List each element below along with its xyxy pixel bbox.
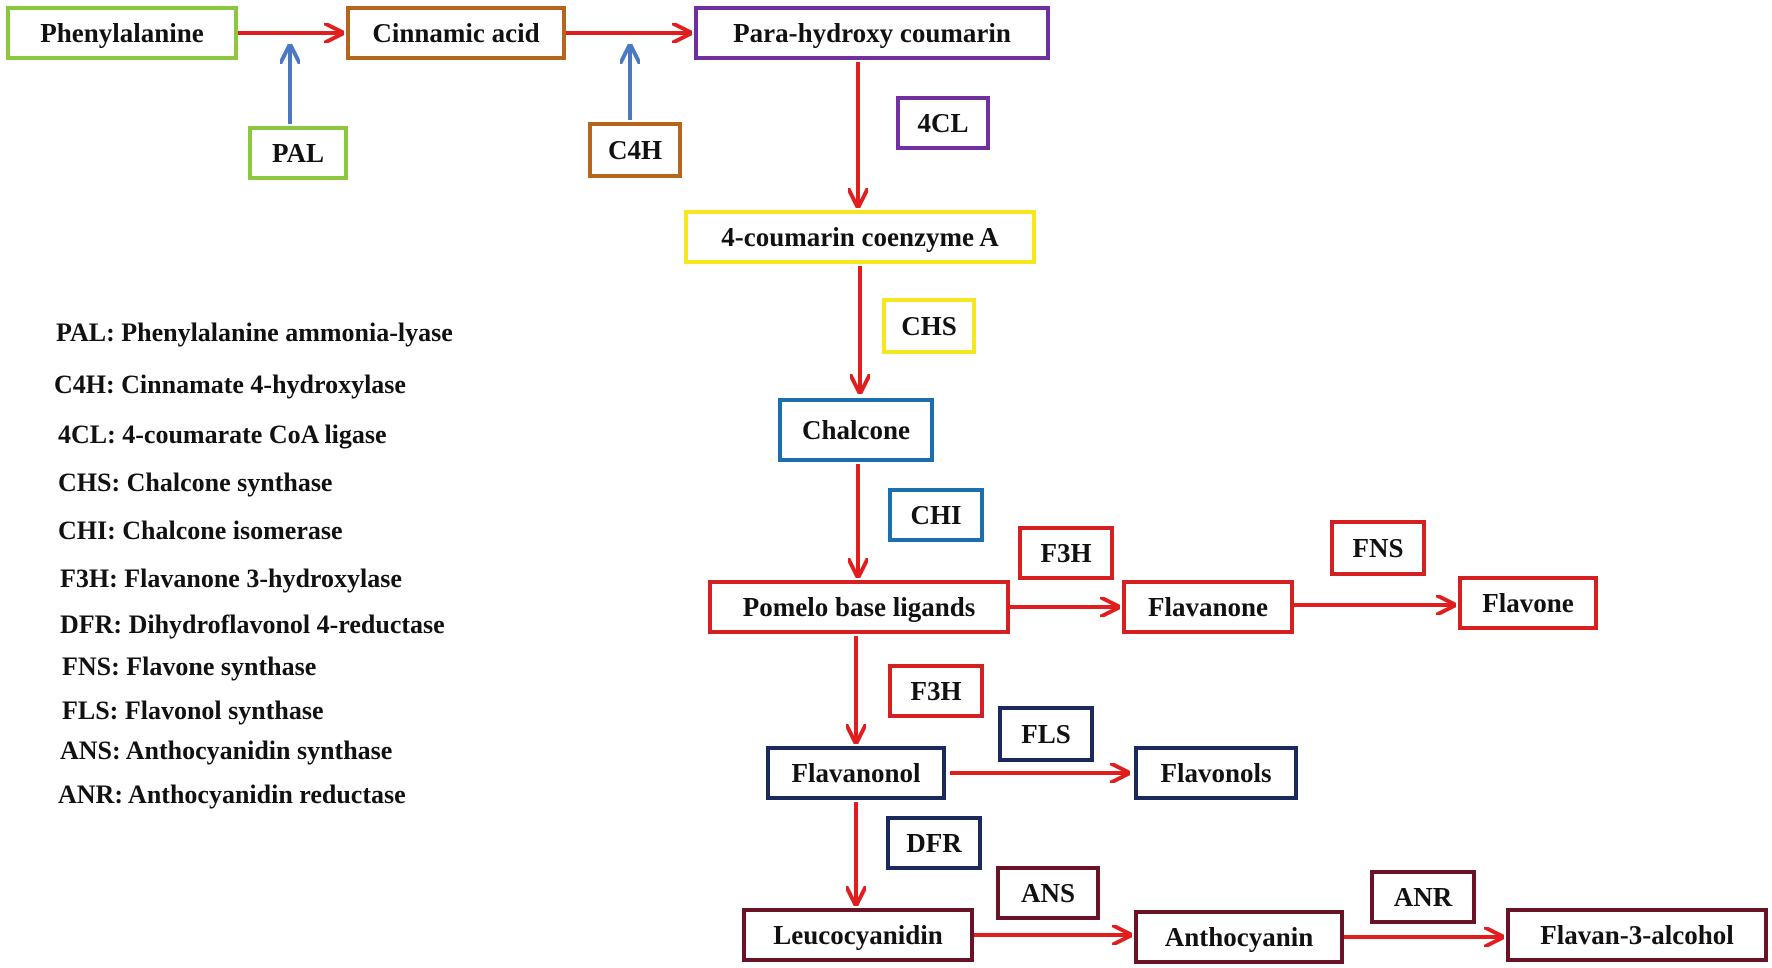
legend-item-chi: CHI: Chalcone isomerase <box>58 516 343 545</box>
node-anthocyanin: Anthocyanin <box>1134 910 1344 964</box>
enzyme-chs: CHS <box>882 298 976 354</box>
legend-item-pal: PAL: Phenylalanine ammonia-lyase <box>56 318 453 347</box>
node-flavone: Flavone <box>1458 576 1598 630</box>
legend-item-chs: CHS: Chalcone synthase <box>58 468 333 497</box>
enzyme-pal: PAL <box>248 126 348 180</box>
legend-item-anr: ANR: Anthocyanidin reductase <box>58 780 406 809</box>
legend-item-f3h: F3H: Flavanone 3-hydroxylase <box>60 564 402 593</box>
enzyme-ans: ANS <box>996 866 1100 920</box>
enzyme-f3h-flavanone: F3H <box>1018 526 1114 580</box>
node-flavanone: Flavanone <box>1122 580 1294 634</box>
node-flavonols: Flavonols <box>1134 746 1298 800</box>
enzyme-anr: ANR <box>1370 870 1476 924</box>
legend-item-ans: ANS: Anthocyanidin synthase <box>60 736 393 765</box>
legend-item-c4h: C4H: Cinnamate 4-hydroxylase <box>54 370 406 399</box>
enzyme-fls: FLS <box>998 706 1094 762</box>
enzyme-dfr: DFR <box>886 816 982 870</box>
enzyme-chi: CHI <box>888 488 984 542</box>
legend-item-fns: FNS: Flavone synthase <box>62 652 317 681</box>
node-cinnamic-acid: Cinnamic acid <box>346 6 566 60</box>
enzyme-f3h-flavanonol: F3H <box>888 664 984 718</box>
legend-item-4cl: 4CL: 4-coumarate CoA ligase <box>58 420 387 449</box>
node-leucocyanidin: Leucocyanidin <box>742 908 974 962</box>
node-flavanonol: Flavanonol <box>766 746 946 800</box>
node-4-coumarin-coenzyme-a: 4-coumarin coenzyme A <box>684 210 1036 264</box>
enzyme-fns: FNS <box>1330 520 1426 576</box>
node-chalcone: Chalcone <box>778 398 934 462</box>
enzyme-4cl: 4CL <box>896 96 990 150</box>
node-phenylalanine: Phenylalanine <box>6 6 238 60</box>
node-pomelo-base-ligands: Pomelo base ligands <box>708 580 1010 634</box>
legend-item-fls: FLS: Flavonol synthase <box>62 696 324 725</box>
legend-item-dfr: DFR: Dihydroflavonol 4-reductase <box>60 610 445 639</box>
node-flavan-3-alcohol: Flavan-3-alcohol <box>1506 908 1768 962</box>
enzyme-c4h: C4H <box>588 122 682 178</box>
node-para-hydroxy-coumarin: Para-hydroxy coumarin <box>694 6 1050 60</box>
